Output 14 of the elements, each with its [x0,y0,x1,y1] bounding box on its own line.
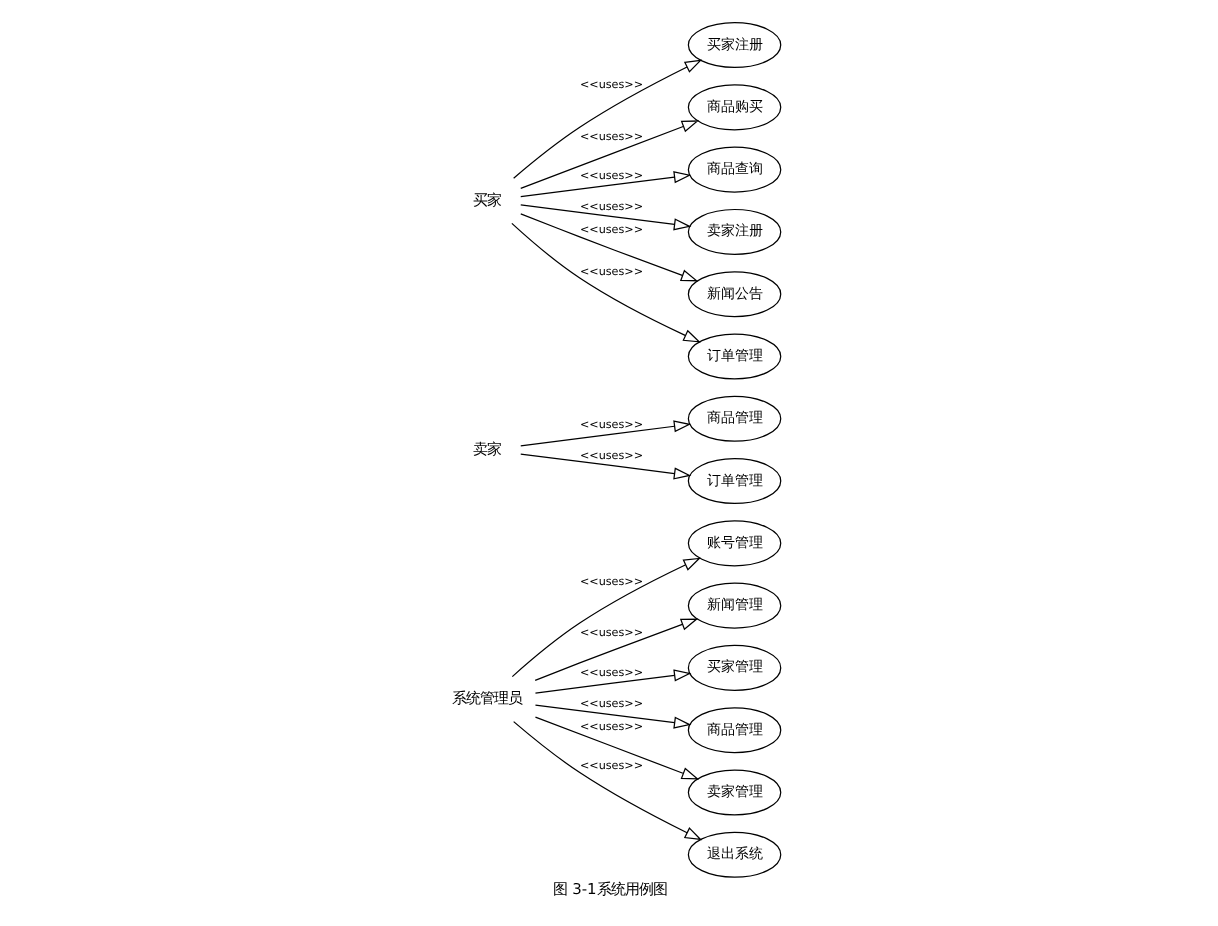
arrow [519,204,691,231]
arrow [533,704,691,729]
arrow [533,716,699,780]
arrow [510,557,700,678]
arrow [512,721,702,841]
arrow [533,669,691,694]
arrow [512,59,702,179]
arrow [519,453,691,480]
arrow [519,171,691,198]
arrow [519,120,699,189]
arrow [533,618,698,681]
arrow [510,222,700,343]
arrow [519,213,698,282]
arrow [519,420,691,447]
